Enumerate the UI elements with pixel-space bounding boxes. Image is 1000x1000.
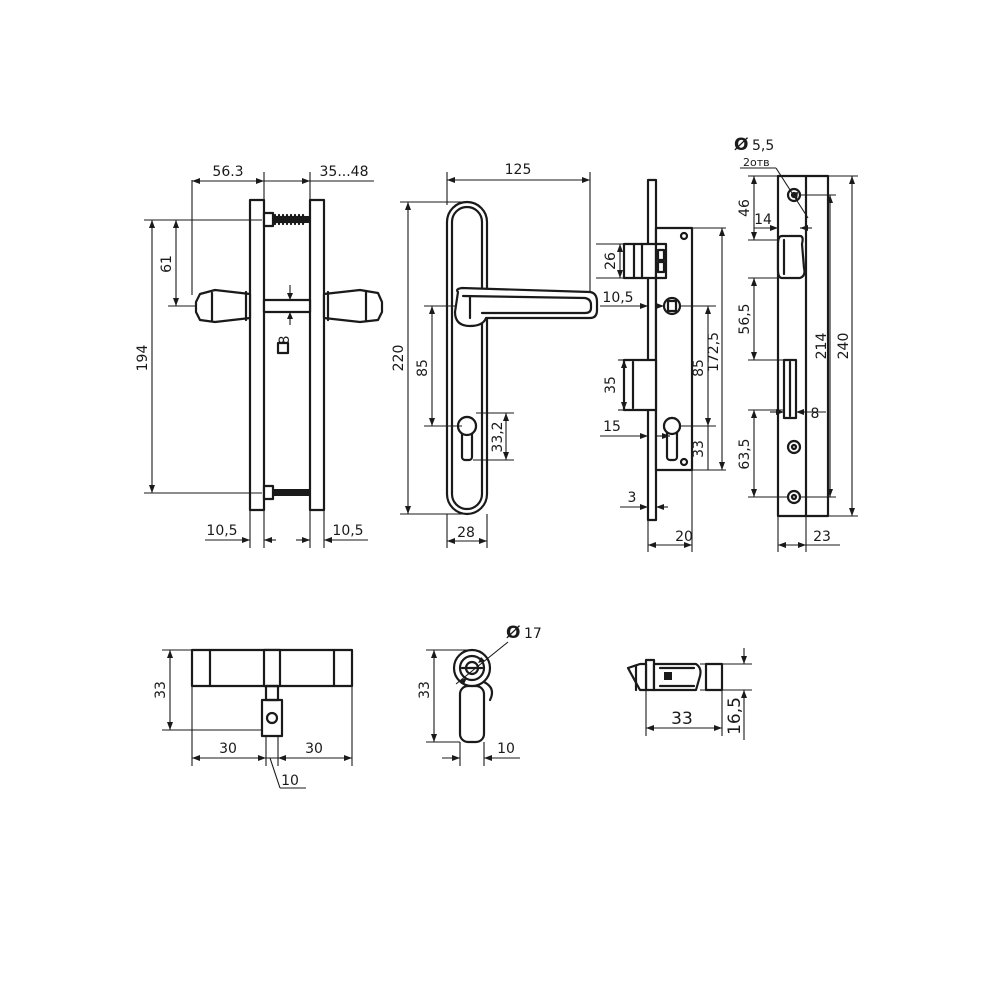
- dim-sq8: 8: [277, 336, 293, 345]
- cylinder-end-body: [458, 684, 486, 744]
- dim-28: 28: [457, 525, 475, 541]
- dim-85: 85: [415, 359, 431, 377]
- strike-screw-hole-bottom: [786, 489, 802, 505]
- bottom-screw: [262, 484, 310, 501]
- dim-2otv: 2отв: [743, 156, 770, 169]
- front-plate: [445, 200, 489, 516]
- front-keyhole: [456, 415, 478, 462]
- dim-3: 3: [628, 490, 637, 506]
- cylinder-side-view: 33 30 30 10: [153, 648, 354, 789]
- dim-10-5-lock: 10,5: [602, 290, 633, 306]
- square-symbol: [276, 341, 290, 355]
- strike-plate-view: Ø 5,5 2отв 46 14 56,5 63,5: [734, 135, 858, 552]
- dim-8: 8: [811, 406, 820, 422]
- dim-214: 214: [814, 333, 830, 360]
- dia-symbol: Ø: [734, 135, 748, 155]
- dim-15: 15: [603, 419, 621, 435]
- strike-screw-hole-mid: [786, 439, 802, 455]
- cylinder-cam: [262, 648, 282, 688]
- cylinder-screw-hole: [265, 711, 279, 725]
- dim-14: 14: [754, 212, 772, 228]
- lock-faceplate: [646, 178, 658, 522]
- dim-125: 125: [505, 162, 532, 178]
- strike-plate-body: [776, 174, 830, 518]
- dim-26: 26: [603, 252, 619, 270]
- dim-56-3: 56.3: [212, 164, 243, 180]
- dim-dia-5-5: 5,5: [752, 138, 774, 154]
- dim-16-5: 16,5: [725, 697, 745, 735]
- latch-view: 33 16,5: [626, 648, 752, 740]
- dim-10-5-right: 10,5: [332, 523, 363, 539]
- dim-33-lock: 33: [691, 440, 707, 458]
- dim-172-5: 172,5: [706, 332, 722, 372]
- dim-33-end: 33: [417, 681, 433, 699]
- dim-dia-17: 17: [524, 626, 542, 642]
- dim-23: 23: [813, 529, 831, 545]
- dim-33-cyl: 33: [153, 681, 169, 699]
- dim-56-5: 56,5: [737, 303, 753, 334]
- dim-20: 20: [675, 529, 693, 545]
- cylinder-end-view: Ø 17 33 10: [417, 623, 542, 766]
- latch-faceplate: [644, 658, 656, 692]
- right-lever: [322, 288, 384, 324]
- handle-front-view: 125 220 85 33,2 28: [391, 162, 599, 548]
- lock-deadbolt: [622, 358, 658, 412]
- dim-10-end: 10: [497, 741, 515, 757]
- dim-85-lock: 85: [691, 359, 707, 377]
- dim-10-cyl: 10: [281, 773, 299, 789]
- left-lever: [194, 288, 252, 324]
- latch-body: [652, 662, 702, 692]
- inner-plate: [248, 198, 266, 512]
- front-lever: [453, 286, 599, 328]
- outer-plate: [308, 198, 326, 512]
- dim-35-48: 35...48: [320, 164, 369, 180]
- top-screw: [262, 211, 310, 228]
- handle-side-view: 8 56.3 35...48 61 194 10,5: [135, 164, 384, 548]
- dim-30-left: 30: [219, 741, 237, 757]
- dim-30-right: 30: [305, 741, 323, 757]
- dim-63-5: 63,5: [737, 438, 753, 469]
- dim-194: 194: [135, 345, 151, 372]
- dim-10-5-left: 10,5: [206, 523, 237, 539]
- lock-body-view: 26 10,5 85 172,5 33 35 15: [596, 178, 726, 552]
- strike-latch-window: [776, 234, 806, 280]
- dim-61: 61: [159, 255, 175, 273]
- dim-35: 35: [603, 376, 619, 394]
- spindle: [262, 298, 312, 314]
- lock-latch: [622, 242, 668, 280]
- dim-33-2: 33,2: [490, 421, 506, 452]
- dim-220: 220: [391, 345, 407, 372]
- dim-46: 46: [737, 199, 753, 217]
- dia-symbol-17: Ø: [506, 623, 520, 643]
- dim-33-latch: 33: [671, 709, 693, 729]
- dim-240: 240: [836, 333, 852, 360]
- lock-cylinder-hole: [662, 416, 682, 462]
